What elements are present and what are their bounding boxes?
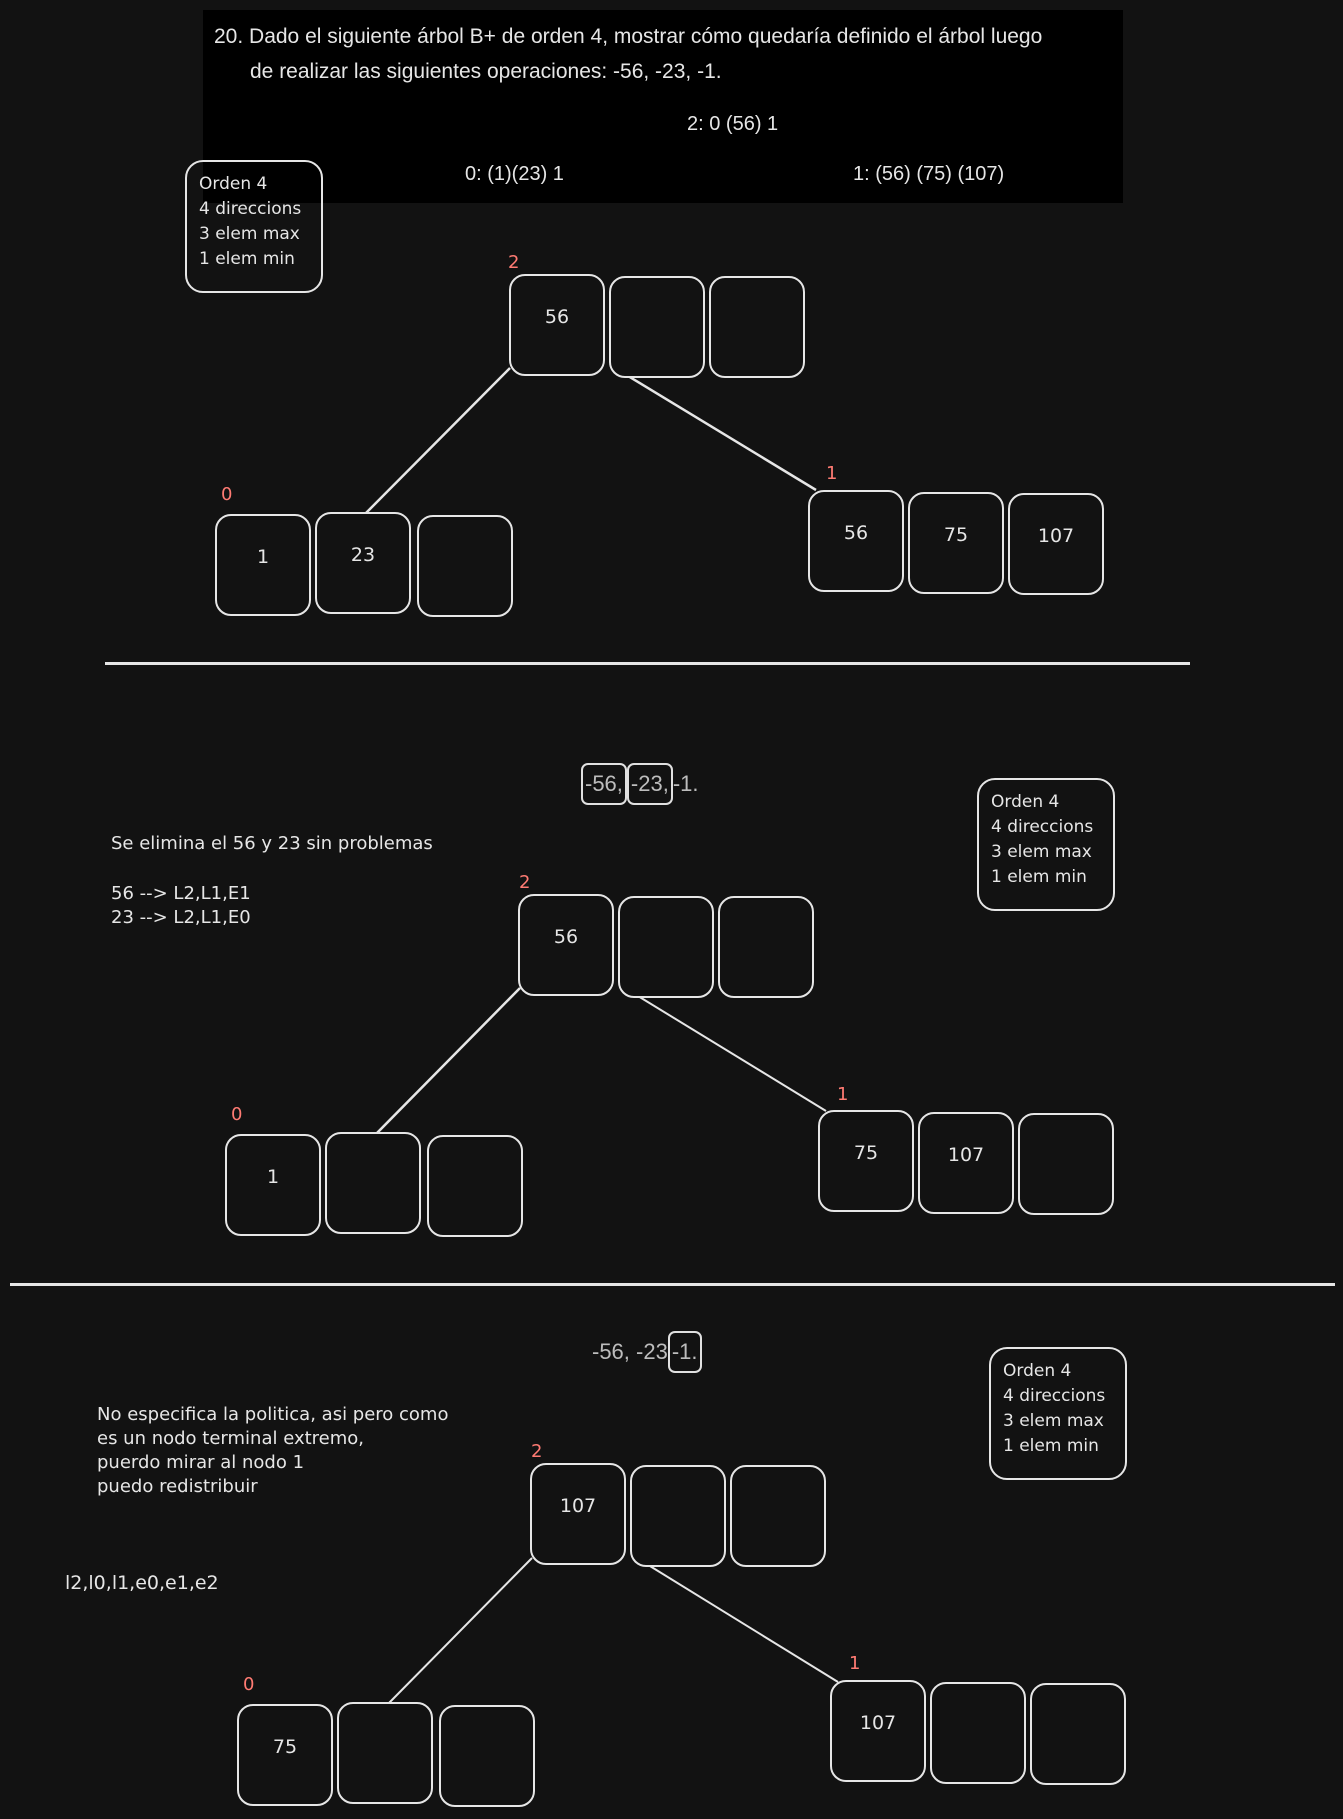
edge-s3-root-to-left bbox=[387, 1557, 533, 1705]
s3-note-line3: puerdo mirar al nodo 1 bbox=[97, 1452, 305, 1473]
question-node1-text: 1: (56) (75) (107) bbox=[853, 163, 1005, 185]
s1-root-label: 2 bbox=[508, 252, 520, 273]
legend-box-1: Orden 4 4 direccions 3 elem max 1 elem m… bbox=[185, 160, 323, 293]
s2-root-label: 2 bbox=[519, 872, 531, 893]
s3-op-before: -56, -23 bbox=[592, 1339, 668, 1364]
s1-left-key-2 bbox=[417, 515, 513, 617]
s2-op-rest: -1. bbox=[672, 771, 699, 796]
s3-left-key-1 bbox=[337, 1702, 433, 1804]
section-divider-1 bbox=[105, 662, 1190, 665]
legend-line: 4 direccions bbox=[199, 199, 302, 219]
s2-root-key-2 bbox=[718, 896, 814, 998]
s3-root-label: 2 bbox=[531, 1441, 543, 1462]
s1-right-label: 1 bbox=[826, 463, 838, 484]
s1-right-key-2: 107 bbox=[1008, 493, 1104, 595]
s2-left-key-1 bbox=[325, 1132, 421, 1234]
s2-note-line3: 23 --> L2,L1,E0 bbox=[111, 907, 251, 928]
legend-line: 3 elem max bbox=[1003, 1411, 1104, 1431]
s2-operations: -56,-23,-1. bbox=[581, 763, 699, 805]
s3-note-line2: es un nodo terminal extremo, bbox=[97, 1428, 365, 1449]
s2-left-label: 0 bbox=[231, 1104, 243, 1125]
legend-box-3: Orden 4 4 direccions 3 elem max 1 elem m… bbox=[989, 1347, 1127, 1480]
s1-right-key-1: 75 bbox=[908, 492, 1004, 594]
s2-root-key-0: 56 bbox=[518, 894, 614, 996]
s3-root-key-1 bbox=[630, 1465, 726, 1567]
s3-note-line1: No especifica la politica, asi pero como bbox=[97, 1404, 449, 1425]
s1-root-key-0: 56 bbox=[509, 274, 605, 376]
s2-right-key-1: 107 bbox=[918, 1112, 1014, 1214]
question-node0-text: 0: (1)(23) 1 bbox=[465, 163, 564, 185]
s3-left-key-0: 75 bbox=[237, 1704, 333, 1806]
s2-left-key-2 bbox=[427, 1135, 523, 1237]
s2-op-box-1: -56, bbox=[581, 763, 627, 805]
s2-note-line1: Se elimina el 56 y 23 sin problemas bbox=[111, 833, 433, 854]
s3-op-box: -1. bbox=[667, 1331, 702, 1373]
s1-left-label: 0 bbox=[221, 484, 233, 505]
edge-s1-root-to-left bbox=[365, 367, 511, 514]
s3-left-key-2 bbox=[439, 1705, 535, 1807]
s1-right-key-0: 56 bbox=[808, 490, 904, 592]
s1-left-key-1: 23 bbox=[315, 512, 411, 614]
s3-root-key-0: 107 bbox=[530, 1463, 626, 1565]
legend-line: 4 direccions bbox=[1003, 1386, 1106, 1406]
edge-s1-root-to-right bbox=[609, 363, 817, 492]
edge-s2-root-to-left bbox=[375, 987, 521, 1135]
legend-line: 1 elem min bbox=[991, 867, 1087, 887]
legend-line: 3 elem max bbox=[199, 224, 300, 244]
s3-right-key-0: 107 bbox=[830, 1680, 926, 1782]
question-root-text: 2: 0 (56) 1 bbox=[687, 113, 779, 135]
legend-line: 3 elem max bbox=[991, 842, 1092, 862]
question-panel: 20. Dado el siguiente árbol B+ de orden … bbox=[203, 10, 1123, 203]
s2-root-key-1 bbox=[618, 896, 714, 998]
s3-right-key-2 bbox=[1030, 1683, 1126, 1785]
s1-left-key-0: 1 bbox=[215, 514, 311, 616]
s3-root-key-2 bbox=[730, 1465, 826, 1567]
edge-s3-root-to-right bbox=[631, 1554, 839, 1683]
s3-operations: -56, -23-1. bbox=[592, 1331, 702, 1373]
question-line2: de realizar las siguientes operaciones: … bbox=[250, 60, 722, 83]
legend-line: Orden 4 bbox=[199, 174, 268, 194]
s1-root-key-2 bbox=[709, 276, 805, 378]
s3-left-label: 0 bbox=[243, 1674, 255, 1695]
s2-left-key-0: 1 bbox=[225, 1134, 321, 1236]
s2-right-key-2 bbox=[1018, 1113, 1114, 1215]
s2-right-key-0: 75 bbox=[818, 1110, 914, 1212]
s3-right-label: 1 bbox=[849, 1653, 861, 1674]
s3-note-line4: puedo redistribuir bbox=[97, 1476, 258, 1497]
legend-line: Orden 4 bbox=[991, 792, 1060, 812]
legend-line: 4 direccions bbox=[991, 817, 1094, 837]
question-line1: 20. Dado el siguiente árbol B+ de orden … bbox=[214, 25, 1043, 48]
legend-line: Orden 4 bbox=[1003, 1361, 1072, 1381]
s3-right-key-1 bbox=[930, 1682, 1026, 1784]
legend-box-2: Orden 4 4 direccions 3 elem max 1 elem m… bbox=[977, 778, 1115, 911]
section-divider-2 bbox=[10, 1283, 1335, 1286]
s1-root-key-1 bbox=[609, 276, 705, 378]
legend-line: 1 elem min bbox=[1003, 1436, 1099, 1456]
edge-s2-root-to-right bbox=[619, 984, 827, 1112]
legend-line: 1 elem min bbox=[199, 249, 295, 269]
s3-sequence: l2,l0,l1,e0,e1,e2 bbox=[65, 1572, 219, 1594]
s2-op-box-2: -23, bbox=[626, 763, 673, 805]
s2-right-label: 1 bbox=[837, 1084, 849, 1105]
s2-note-line2: 56 --> L2,L1,E1 bbox=[111, 883, 251, 904]
